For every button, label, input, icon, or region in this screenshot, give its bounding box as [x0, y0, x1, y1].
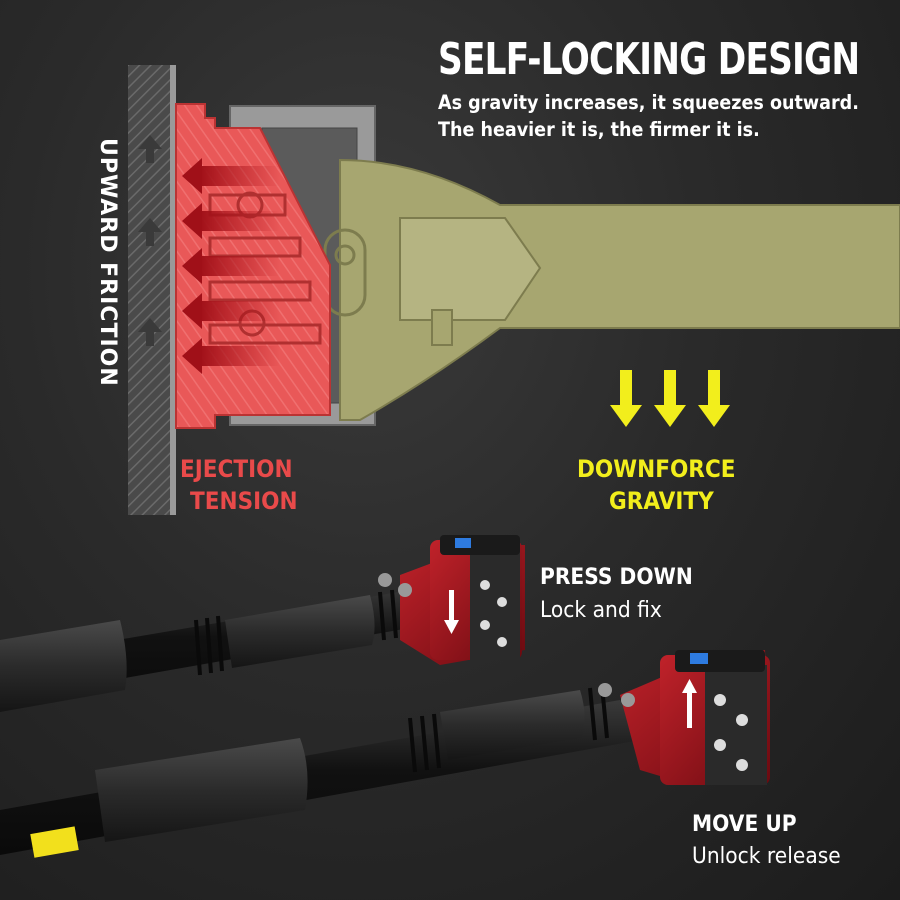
press-down-title: PRESS DOWN	[540, 565, 693, 590]
page-title: SELF-LOCKING DESIGN	[438, 34, 860, 85]
press-down-subtitle: Lock and fix	[540, 598, 662, 623]
gravity-label: GRAVITY	[609, 487, 714, 515]
wall	[128, 65, 176, 515]
description-line-2: The heavier it is, the firmer it is.	[438, 118, 760, 141]
left-arrow-icon	[182, 158, 280, 374]
lock-arrow-icon	[444, 590, 459, 634]
tension-label: TENSION	[190, 487, 298, 515]
lock-block-top	[378, 535, 525, 665]
move-up-title: MOVE UP	[692, 812, 797, 837]
lock-block-bottom	[598, 650, 770, 785]
move-up-subtitle: Unlock release	[692, 844, 841, 869]
upward-friction-label: UPWARD FRICTION	[95, 138, 120, 387]
ejection-label: EJECTION	[180, 455, 293, 483]
down-arrow-icon	[610, 370, 730, 427]
description-line-1: As gravity increases, it squeezes outwar…	[438, 91, 859, 114]
downforce-label: DOWNFORCE	[577, 455, 736, 483]
up-arrow-icon	[138, 135, 162, 346]
pull-bar-rod	[323, 158, 900, 421]
lock-arrow-icon	[682, 679, 697, 728]
pull-bar-bottom	[0, 685, 640, 858]
pull-bar-top	[0, 585, 455, 712]
